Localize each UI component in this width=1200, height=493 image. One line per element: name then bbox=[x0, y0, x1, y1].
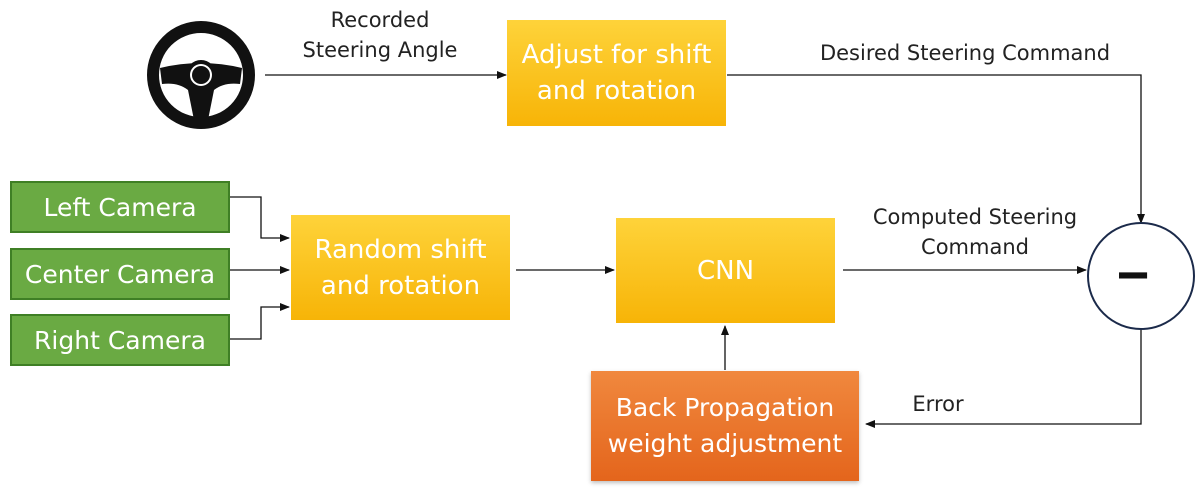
subtract-node: − bbox=[1087, 222, 1195, 330]
center-camera-box: Center Camera bbox=[10, 248, 230, 300]
cnn-box: CNN bbox=[616, 218, 835, 323]
recorded-steering-angle-label: Recorded Steering Angle bbox=[302, 8, 458, 62]
right-camera-box: Right Camera bbox=[10, 314, 230, 366]
steering-wheel-icon bbox=[147, 21, 255, 129]
back-propagation-box: Back Propagation weight adjustment bbox=[591, 371, 859, 481]
center-camera-label: Center Camera bbox=[24, 259, 216, 289]
arrow-right-camera bbox=[230, 303, 290, 340]
left-camera-label: Left Camera bbox=[43, 192, 197, 222]
arrow-adjust-to-subtract bbox=[727, 74, 1145, 224]
random-shift-rotation-box: Random shift and rotation bbox=[291, 215, 510, 320]
adjust-shift-rotation-box: Adjust for shift and rotation bbox=[507, 20, 726, 126]
desired-steering-command-label: Desired Steering Command bbox=[819, 41, 1111, 65]
subtract-symbol: − bbox=[1117, 243, 1150, 306]
connectors bbox=[230, 71, 1145, 428]
error-label: Error bbox=[912, 392, 964, 416]
arrow-left-camera bbox=[230, 196, 290, 242]
right-camera-label: Right Camera bbox=[34, 325, 206, 355]
computed-steering-command-label: Computed Steering Command bbox=[872, 205, 1078, 259]
left-camera-box: Left Camera bbox=[10, 181, 230, 233]
arrow-subtract-to-backprop bbox=[865, 330, 1142, 428]
